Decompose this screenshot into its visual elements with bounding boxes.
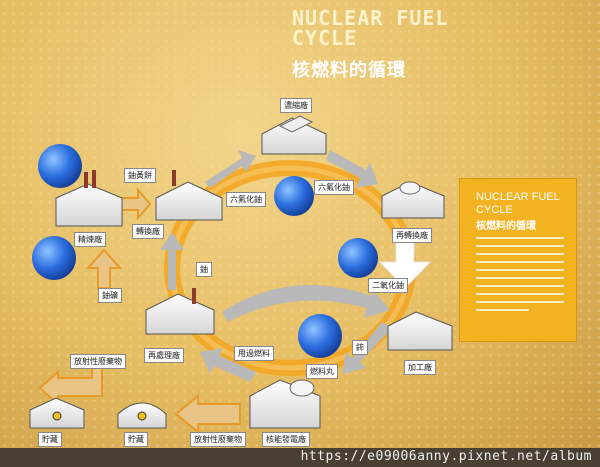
sphere-uf6: [274, 176, 314, 216]
sphere-yellowcake: [38, 144, 82, 188]
label-uo2: 二氧化鈾: [368, 278, 408, 293]
arrow-plant-to-waste: [174, 393, 241, 435]
cycle-diagram: [29, 115, 453, 435]
building-reconversion: [381, 181, 445, 219]
label-waste-2: 放射性廢棄物: [190, 432, 246, 447]
arrow-waste-to-storage: [38, 359, 103, 407]
info-panel: NUCLEAR FUEL CYCLE 核燃料的循環: [459, 178, 577, 342]
panel-title-zh: 核燃料的循環: [476, 221, 536, 232]
panel-title-en: NUCLEAR FUEL CYCLE: [476, 191, 560, 217]
exhibit-title-zh: 核燃料的循環: [292, 60, 406, 81]
sphere-ore: [32, 236, 76, 280]
label-conversion: 轉換廠: [132, 224, 164, 239]
label-storage-2: 貯藏: [124, 432, 148, 447]
label-reconversion: 再轉換廠: [392, 228, 432, 243]
arrow-to-reconversion: [326, 150, 378, 188]
arrow-spent-to-reprocess: [222, 285, 390, 322]
label-waste-1: 放射性廢棄物: [70, 354, 126, 369]
arrow-refinery-to-conversion: [160, 232, 184, 290]
arrow-uo2-down: [378, 239, 432, 289]
label-reprocessing: 再處理廠: [144, 348, 184, 363]
label-plutonium: 鈽: [352, 340, 368, 355]
arrow-mining-to-yellowcake: [119, 187, 152, 221]
label-fuel-pellet: 燃料丸: [306, 364, 338, 379]
building-reprocessing: [145, 288, 215, 335]
arrow-to-enrichment: [205, 150, 256, 188]
label-enrichment: 濃縮廠: [280, 98, 312, 113]
building-refinery: [55, 170, 123, 227]
label-spent-fuel: 用過燃料: [234, 346, 274, 361]
building-fabrication: [387, 311, 453, 351]
label-power-plant: 核能發電廠: [262, 432, 310, 447]
title-line-1: NUCLEAR FUEL: [292, 6, 449, 30]
watermark: https://e09006anny.pixnet.net/album: [300, 449, 592, 464]
panel-title-line-2: CYCLE: [476, 204, 513, 216]
label-uf6-right: 六氟化鈾: [314, 180, 354, 195]
label-fabrication: 加工廠: [404, 360, 436, 375]
label-ore: 鈾礦: [98, 288, 122, 303]
panel-body-text: [476, 237, 564, 317]
building-power-plant: [249, 379, 321, 429]
label-uf6-left: 六氟化鈾: [226, 192, 266, 207]
label-yellowcake: 鈾黃餅: [124, 168, 156, 183]
title-line-2: CYCLE: [292, 26, 358, 50]
panel-title-line-1: NUCLEAR FUEL: [476, 191, 560, 203]
label-storage-1: 貯藏: [38, 432, 62, 447]
building-enrichment: [261, 115, 327, 155]
label-refinery: 精煉廠: [74, 232, 106, 247]
storage-shed-2: [117, 402, 167, 429]
label-uranium: 鈾: [196, 262, 212, 277]
storage-shed-1: [29, 397, 85, 429]
exhibit-title-en: NUCLEAR FUEL CYCLE: [292, 8, 449, 48]
building-conversion: [155, 170, 223, 221]
floor: [0, 448, 600, 467]
arrow-ore-up: [85, 248, 123, 289]
sphere-uo2: [338, 238, 378, 278]
arrow-to-reprocessing: [200, 348, 256, 382]
sphere-fuel-pellet: [298, 314, 342, 358]
